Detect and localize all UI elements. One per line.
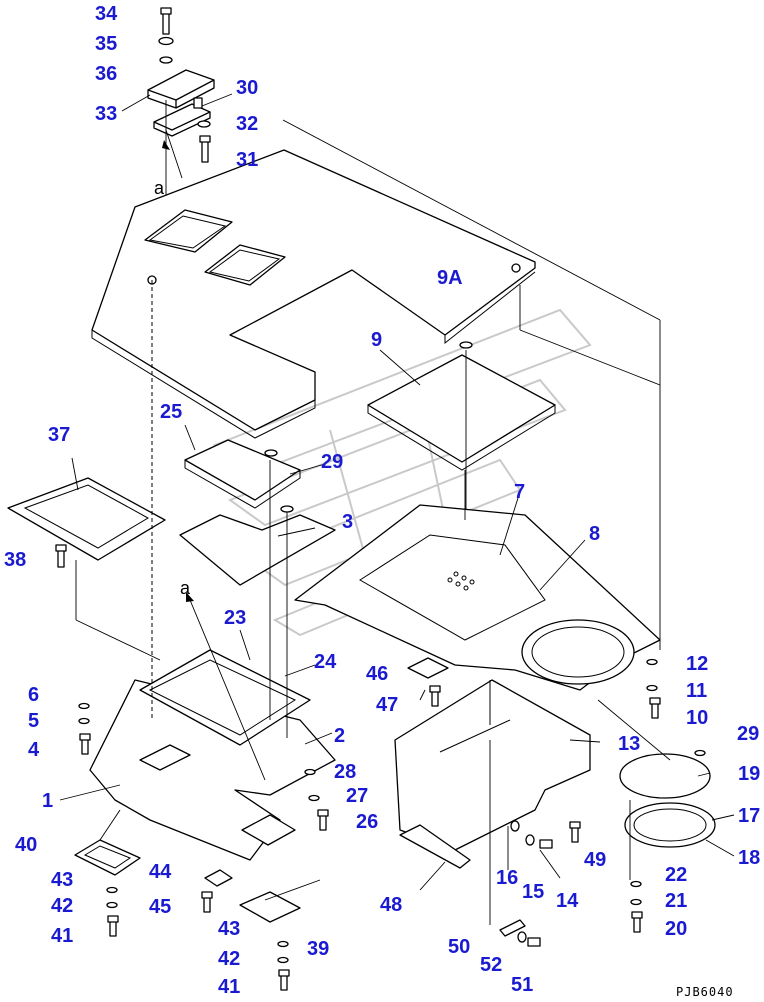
callout-1: 1 [42, 790, 53, 812]
floor-mat [91, 149, 536, 439]
callout-41-right: 41 [218, 976, 240, 998]
callout-44: 44 [149, 861, 172, 883]
callout-labels: 34 35 36 33 30 32 31 9A 9 25 29 37 7 3 8… [4, 3, 760, 998]
callout-2: 2 [334, 725, 345, 747]
callout-48: 48 [380, 894, 402, 916]
washer-32 [197, 120, 211, 128]
callout-28: 28 [334, 761, 356, 783]
callout-40: 40 [15, 834, 37, 856]
bracket-30 [153, 103, 211, 137]
callout-29-top: 29 [321, 451, 343, 473]
callout-30: 30 [236, 77, 258, 99]
cover-plate-39 [239, 891, 301, 923]
callout-6: 6 [28, 684, 39, 706]
cover-plate-40 [74, 839, 141, 876]
callout-22: 22 [665, 864, 687, 886]
callout-20: 20 [665, 918, 687, 940]
bolt-38 [55, 544, 67, 568]
reference-mark-a-bottom: a [180, 578, 191, 598]
callout-16: 16 [496, 867, 518, 889]
callout-33: 33 [95, 103, 117, 125]
callout-51: 51 [511, 974, 533, 996]
callout-42-right: 42 [218, 948, 240, 970]
callout-47: 47 [376, 694, 398, 716]
floor-frame-holes [447, 571, 475, 591]
frame-1-opening-2 [241, 814, 296, 846]
callout-7: 7 [514, 481, 525, 503]
callout-29-bottom: 29 [737, 723, 759, 745]
callout-45: 45 [149, 896, 171, 918]
shim-29-lower [280, 505, 294, 513]
callout-43-right: 43 [218, 918, 240, 940]
callout-50: 50 [448, 936, 470, 958]
callout-11: 11 [686, 680, 707, 702]
callout-12: 12 [686, 653, 708, 675]
plate-33 [147, 69, 215, 109]
callout-19: 19 [738, 763, 760, 785]
ring-8 [521, 619, 635, 685]
callout-32: 32 [236, 113, 258, 135]
callout-15: 15 [522, 881, 544, 903]
callout-13: 13 [618, 733, 640, 755]
cover-plate-9 [367, 341, 556, 530]
callout-35: 35 [95, 33, 117, 55]
callout-49: 49 [584, 849, 606, 871]
bracket-46 [407, 657, 449, 679]
frame-1-opening [139, 744, 191, 771]
floor-frame-7 [294, 504, 661, 691]
callout-9: 9 [371, 329, 382, 351]
handle-48 [399, 824, 471, 869]
callout-17: 17 [738, 805, 760, 827]
callout-4: 4 [28, 739, 40, 761]
small-hardware [78, 658, 706, 991]
leader-lines [59, 93, 735, 925]
callout-46: 46 [366, 663, 388, 685]
cover-25 [184, 439, 301, 509]
seal-37 [7, 477, 166, 661]
callout-9a: 9A [437, 267, 463, 289]
floor-frame-1 [89, 280, 336, 861]
callout-34: 34 [95, 3, 118, 25]
hold-down-hardware [147, 7, 215, 210]
callout-42-left: 42 [51, 895, 73, 917]
round-plate-17 [624, 802, 716, 848]
washer-36 [159, 56, 173, 64]
callout-5: 5 [28, 710, 39, 732]
callout-31: 31 [236, 149, 258, 171]
callout-52: 52 [480, 954, 502, 976]
mat-slot-1 [144, 209, 233, 253]
washer-35 [158, 36, 174, 46]
callout-10: 10 [686, 707, 708, 729]
shim-29 [264, 449, 278, 457]
callout-21: 21 [665, 890, 687, 912]
callout-37: 37 [48, 424, 70, 446]
callout-18: 18 [738, 847, 760, 869]
callout-26: 26 [356, 811, 378, 833]
callout-14: 14 [556, 890, 579, 912]
callout-38: 38 [4, 549, 26, 571]
grommet-9a [459, 341, 473, 349]
callout-23: 23 [224, 607, 246, 629]
callout-27: 27 [346, 785, 368, 807]
callout-25: 25 [160, 401, 182, 423]
round-cover-19 [619, 753, 716, 848]
pin-30 [193, 97, 203, 109]
callout-8: 8 [589, 523, 600, 545]
reference-mark-a-top: a [154, 178, 165, 198]
callout-43-left: 43 [51, 869, 73, 891]
drawing-code: PJB6040 [676, 985, 734, 999]
callout-3: 3 [342, 511, 353, 533]
callout-39: 39 [307, 938, 329, 960]
bolt-34 [160, 7, 172, 35]
callout-41-left: 41 [51, 925, 73, 947]
callout-24: 24 [314, 651, 337, 673]
bolt-31 [199, 135, 211, 163]
cover-13 [394, 679, 591, 851]
bolt-47 [429, 685, 441, 707]
callout-36: 36 [95, 63, 117, 85]
